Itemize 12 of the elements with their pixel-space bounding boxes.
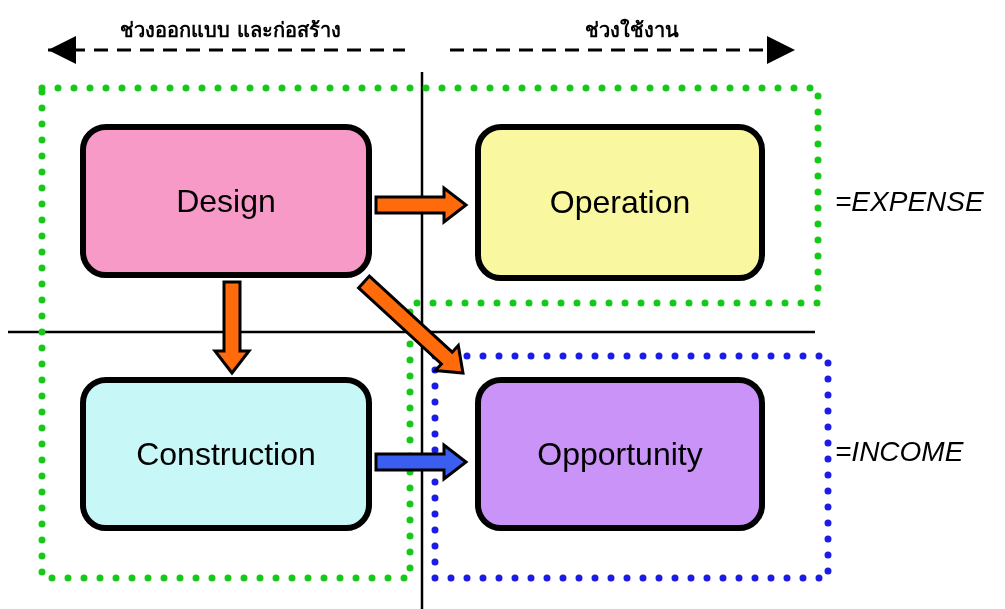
region-label: =INCOME [835,436,964,468]
block-arrow [211,280,253,376]
phase-label: ช่วงใช้งาน [585,17,679,44]
block-arrow [374,184,469,226]
block-arrow [356,273,465,375]
process-box: Opportunity [475,377,765,531]
region-label: =EXPENSE [835,186,984,218]
process-box: Design [80,124,372,278]
process-box: Operation [475,124,765,281]
process-box: Construction [80,377,372,531]
block-arrow [374,441,469,483]
phase-label: ช่วงออกแบบ และก่อสร้าง [120,17,341,44]
